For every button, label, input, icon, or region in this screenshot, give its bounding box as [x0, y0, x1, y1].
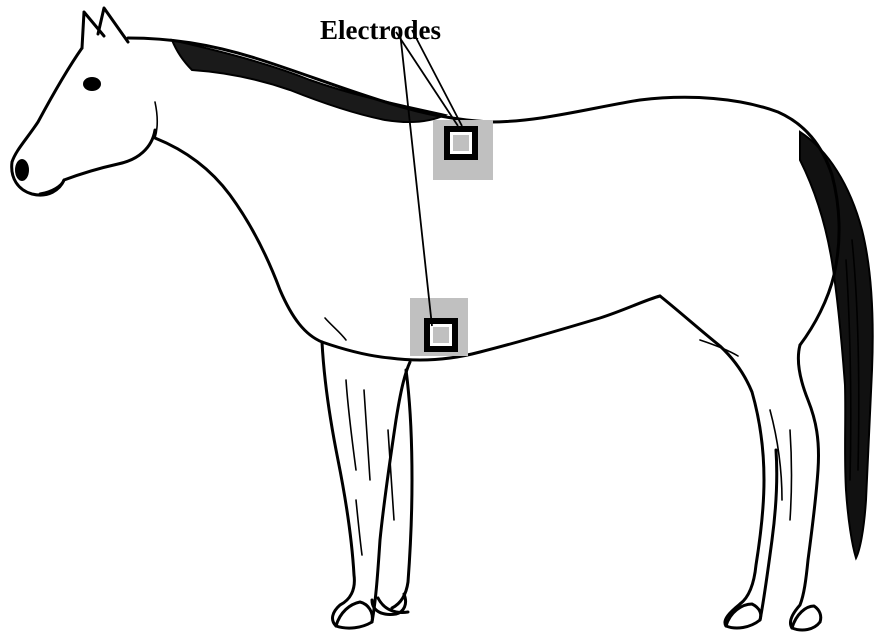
horse-ear-right — [98, 8, 128, 42]
horse-mane — [172, 40, 445, 122]
horse-front-leg-detail — [346, 380, 394, 555]
horse-hind-leg-far — [725, 450, 777, 628]
horse-hind-inner — [660, 296, 764, 604]
electrode-contact-center — [433, 327, 449, 343]
horse-front-leg-near — [322, 342, 410, 628]
electrode-withers — [433, 120, 493, 180]
horse-topline — [128, 38, 839, 345]
electrodes-label: Electrodes — [320, 15, 441, 45]
horse-elbow-detail — [325, 318, 346, 340]
horse-hind-leg-near — [790, 345, 820, 630]
leader-line-chest — [400, 32, 432, 326]
horse-nostril — [15, 159, 29, 181]
electrode-contact-center — [453, 135, 469, 151]
horse-eye — [83, 77, 101, 91]
electrode-chest — [410, 298, 468, 356]
horse-mouth — [40, 130, 155, 194]
horse-front-leg-far — [378, 370, 412, 612]
horse-neck-front — [155, 138, 322, 342]
horse-belly — [322, 296, 660, 360]
